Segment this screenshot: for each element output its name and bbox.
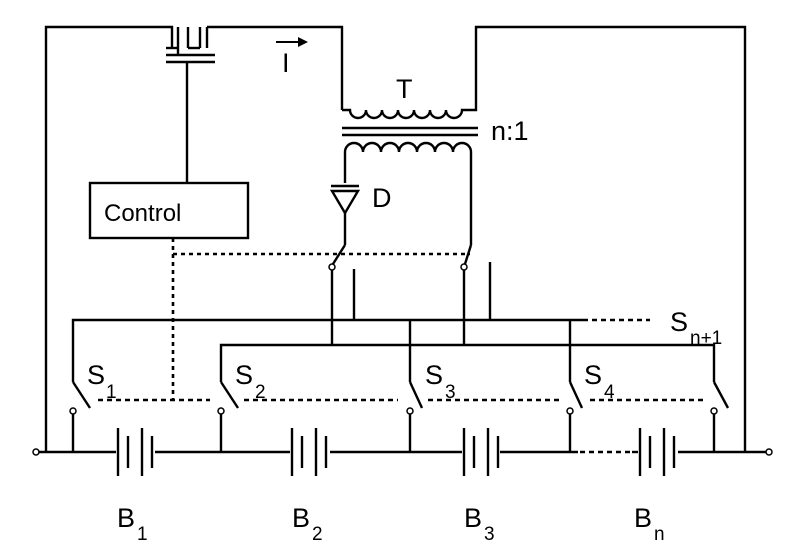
transformer: T n:1	[342, 25, 747, 452]
switch-label-sn1: S	[670, 307, 688, 337]
switch-s4	[566, 381, 584, 452]
turns-ratio-label: n:1	[491, 116, 529, 146]
switch-sub-s3: 3	[445, 382, 456, 403]
diode: D	[329, 152, 392, 245]
control-box: Control	[88, 181, 250, 240]
battery-b3	[462, 428, 500, 476]
battery-label-b3: B	[464, 503, 482, 533]
current-indicator: I	[276, 37, 308, 78]
current-label: I	[282, 48, 290, 78]
battery-label-b2: B	[292, 503, 310, 533]
battery-sub-bn: n	[654, 524, 665, 545]
upper-bus	[71, 318, 650, 382]
battery-sub-b2: 2	[312, 524, 323, 545]
battery-sub-b3: 3	[484, 524, 495, 545]
battery-b1	[116, 428, 154, 476]
transformer-label: T	[396, 74, 413, 104]
switch-sub-s4: 4	[604, 382, 615, 403]
switch-label-s4: S	[584, 360, 602, 390]
control-label: Control	[104, 200, 181, 227]
battery-b2	[290, 428, 328, 476]
mosfet-switch	[162, 25, 344, 183]
top-switch-left	[328, 244, 356, 345]
switch-sub-s1: 1	[106, 382, 117, 403]
switch-s3	[406, 381, 424, 452]
diode-label: D	[372, 183, 392, 213]
switch-label-s2: S	[235, 360, 253, 390]
left-outer-wire	[44, 25, 162, 452]
switch-s1	[69, 381, 92, 452]
switch-sub-s2: 2	[255, 382, 266, 403]
top-switch-right	[460, 244, 492, 345]
battery-sub-b1: 1	[137, 524, 148, 545]
switch-label-s1: S	[87, 360, 105, 390]
battery-label-b1: B	[117, 503, 135, 533]
switch-s2	[217, 381, 240, 452]
battery-label-bn: B	[634, 503, 652, 533]
switch-label-s3: S	[425, 360, 443, 390]
control-link-dashed	[171, 238, 470, 400]
switch-sub-sn1: n+1	[690, 328, 722, 349]
switch-sn1	[710, 381, 730, 452]
battery-string-wire	[32, 448, 773, 456]
battery-bn	[638, 428, 676, 476]
lower-bus	[219, 343, 716, 382]
